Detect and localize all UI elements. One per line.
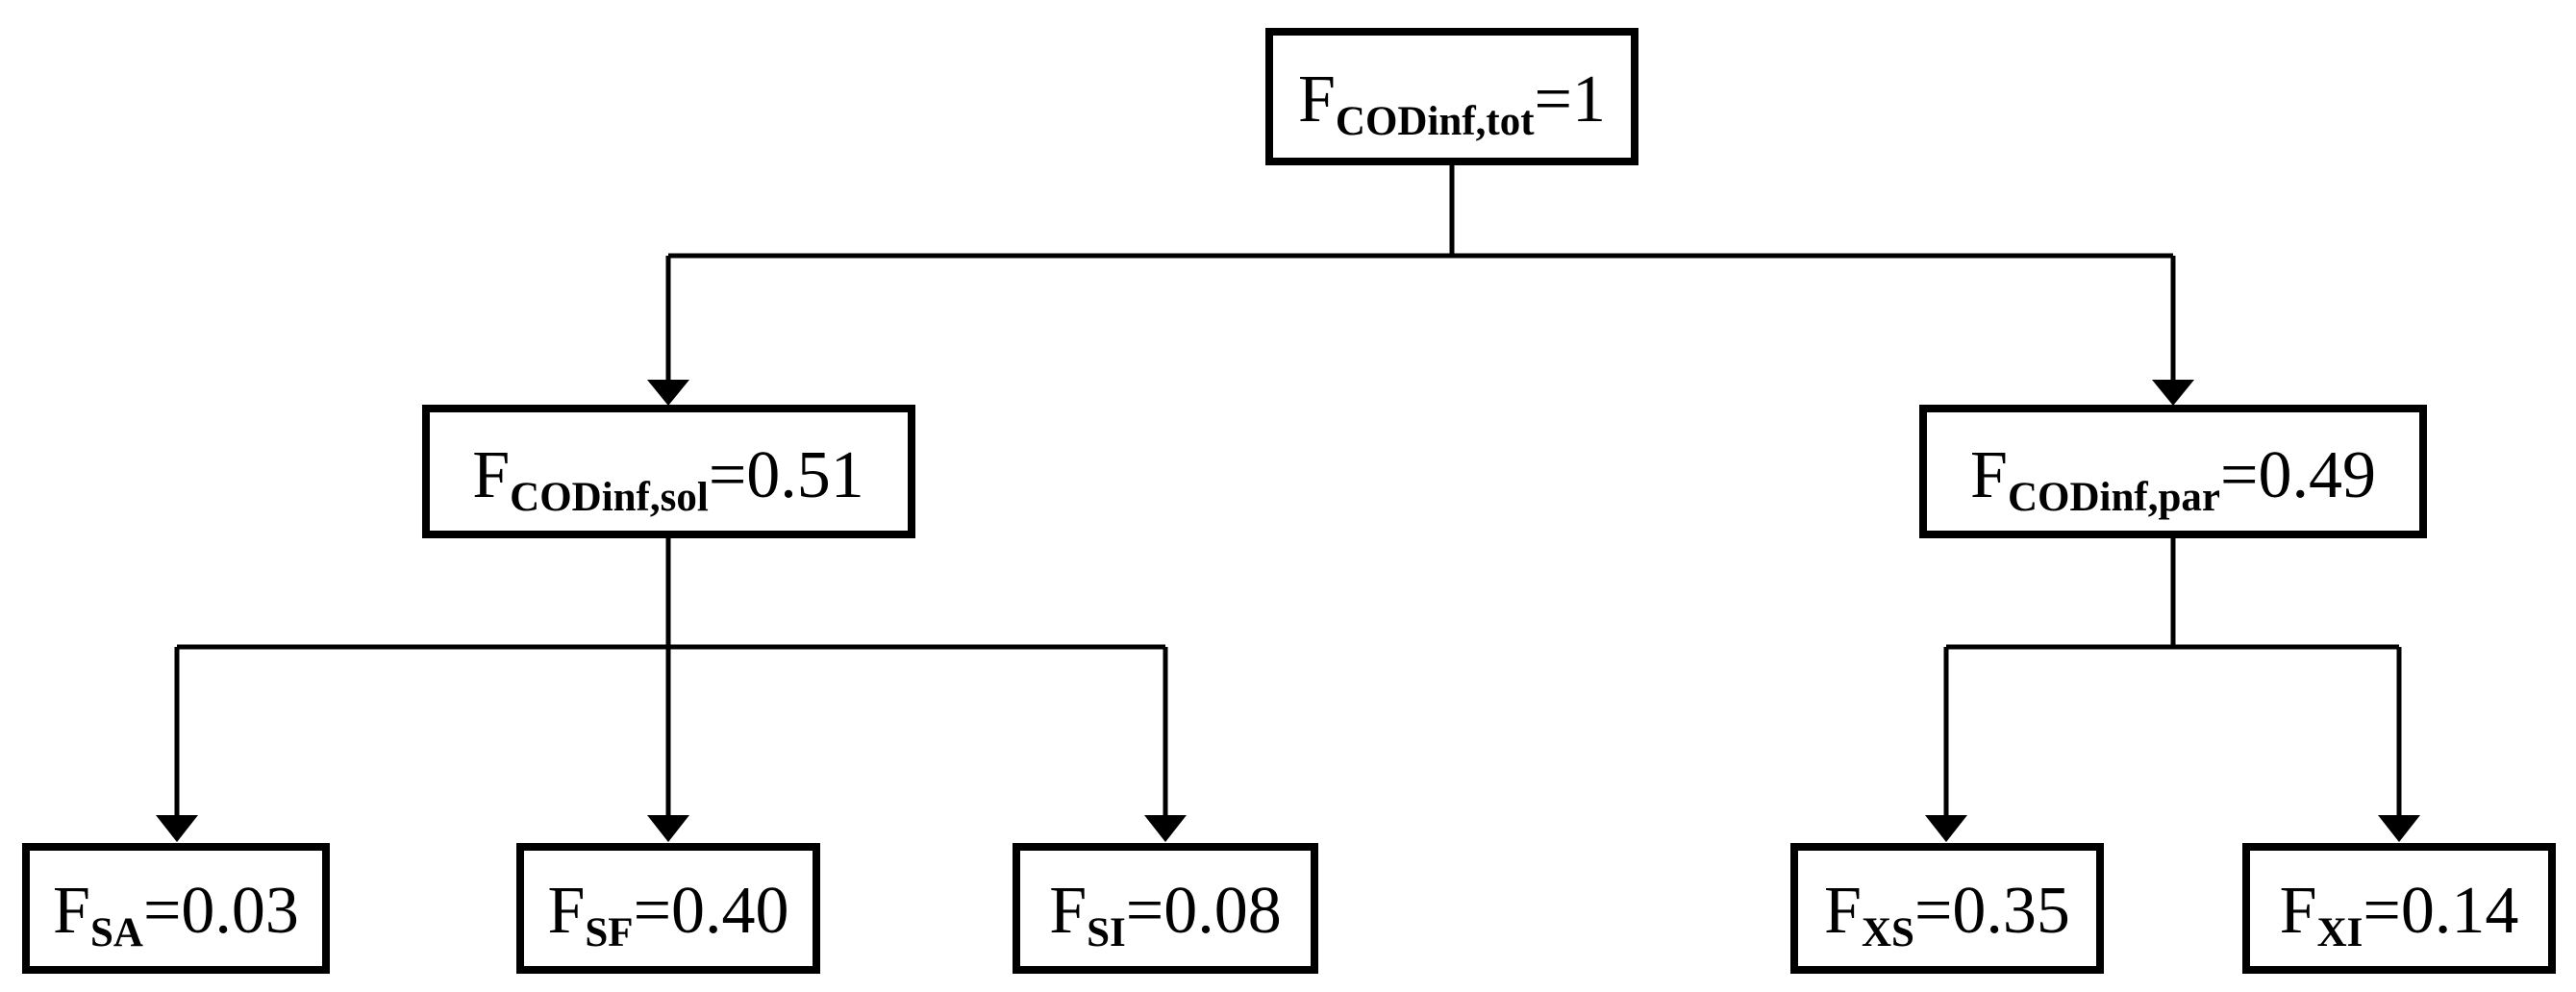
- node-xs: FXS=0.35: [1790, 843, 2104, 974]
- svg-text:FCODinf,tot=1: FCODinf,tot=1: [1298, 62, 1606, 144]
- node-xi: FXI=0.14: [2242, 843, 2556, 974]
- node-si: FSI=0.08: [1013, 843, 1318, 974]
- node-sa: FSA=0.03: [22, 843, 330, 974]
- arrowhead-si: [1144, 815, 1187, 842]
- svg-text:FCODinf,sol=0.51: FCODinf,sol=0.51: [472, 438, 864, 520]
- svg-text:FSA=0.03: FSA=0.03: [53, 874, 299, 955]
- arrowhead-sol: [647, 380, 689, 406]
- svg-text:FXS=0.35: FXS=0.35: [1824, 874, 2070, 955]
- node-par: FCODinf,par=0.49: [1919, 405, 2427, 538]
- svg-text:FSF=0.40: FSF=0.40: [547, 874, 788, 955]
- svg-text:FCODinf,par=0.49: FCODinf,par=0.49: [1970, 438, 2376, 520]
- arrowhead-xs: [1925, 815, 1967, 842]
- node-root: FCODinf,tot=1: [1265, 28, 1638, 165]
- svg-text:FXI=0.14: FXI=0.14: [2280, 874, 2519, 955]
- arrowhead-sf: [647, 815, 689, 842]
- connectors: [156, 161, 2420, 842]
- node-sf: FSF=0.40: [516, 843, 820, 974]
- svg-text:FSI=0.08: FSI=0.08: [1049, 874, 1282, 955]
- node-sol: FCODinf,sol=0.51: [422, 405, 915, 538]
- arrowhead-sa: [156, 815, 198, 842]
- arrowhead-par: [2152, 380, 2194, 406]
- arrowhead-xi: [2378, 815, 2420, 842]
